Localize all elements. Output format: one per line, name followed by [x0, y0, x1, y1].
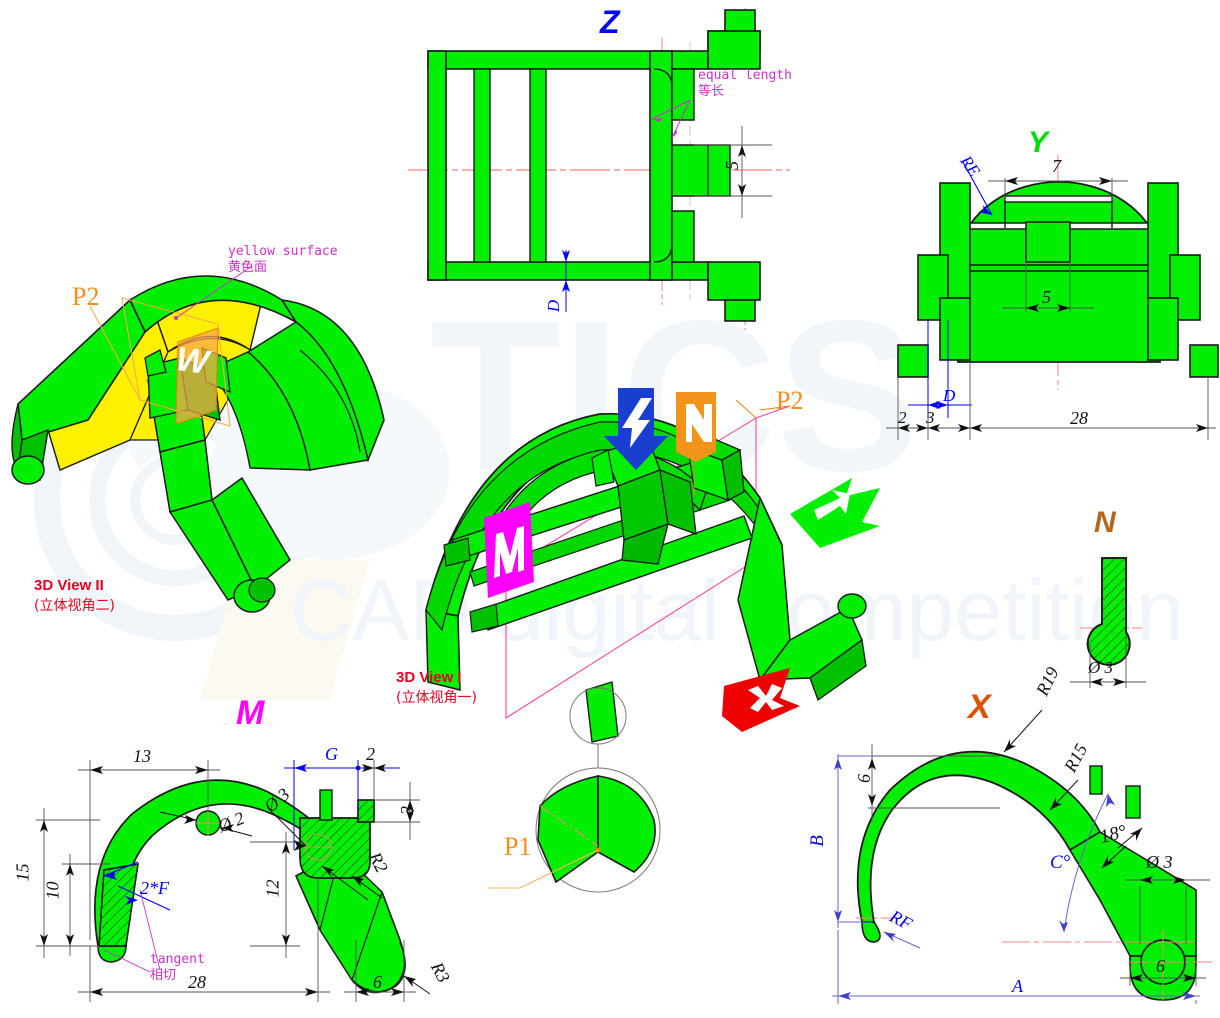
equal-length-cn: 等长: [698, 84, 725, 100]
y-dim-28: 28: [1070, 408, 1088, 428]
m-note-tangent: tangent 相切: [150, 952, 205, 985]
view2-p2-label: P2: [72, 282, 100, 311]
arrow-y-green: [790, 478, 880, 548]
view1-title-en: 3D View I: [396, 669, 462, 686]
y-dim-2: 2: [898, 408, 907, 427]
arrow-m-magenta: [484, 502, 534, 598]
p1-detail: [488, 687, 661, 893]
y-view-geometry: [886, 155, 1219, 440]
m-dim-13: 13: [133, 746, 151, 766]
m-dim-2-top: 2: [366, 744, 375, 764]
y-view-label: Y: [1028, 126, 1049, 159]
view1-p2-label: P2: [776, 386, 804, 415]
m-dim-2F: 2*F: [140, 878, 169, 898]
x-dim-6-bottom: 6: [1156, 956, 1165, 976]
n-view-geometry: [1070, 557, 1146, 688]
view2-title-cn: (立体视角二): [34, 597, 115, 614]
y-dim-5: 5: [1042, 287, 1051, 307]
yellow-surface-cn: 黄色面: [228, 260, 268, 276]
m-view-label: M: [236, 694, 265, 732]
z-view-label: Z: [600, 4, 620, 40]
view1-title-cn: (立体视角一): [396, 689, 477, 706]
yellow-surface-en: yellow surface: [228, 244, 338, 259]
tangent-en: tangent: [150, 952, 205, 967]
yellow-surface-note: yellow surface 黄色面: [228, 244, 338, 277]
m-view-geometry: [36, 760, 431, 1002]
arrow-n-orange: [676, 392, 716, 462]
x-dim-A: A: [1012, 976, 1023, 996]
x-dim-diameter-3: Ø 3: [1146, 852, 1173, 872]
arrow-z-blue: [604, 388, 668, 470]
x-view-geometry: [832, 709, 1212, 1004]
y-dim-3: 3: [926, 408, 935, 427]
equal-length-en: equal length: [698, 68, 792, 83]
x-dim-B: B: [806, 835, 828, 847]
view-3d-I-title: 3D View I (立体视角一): [396, 668, 477, 707]
m-dim-G: G: [325, 744, 338, 764]
m-dim-6: 6: [373, 972, 382, 992]
x-dim-6-top: 6: [854, 774, 874, 783]
n-view-label: N: [1094, 506, 1116, 539]
y-dim-D: D: [943, 386, 956, 405]
y-dim-7: 7: [1052, 156, 1061, 176]
view2-title-en: 3D View II: [34, 577, 104, 594]
view3d1-geometry: [424, 399, 867, 743]
x-dim-Cdeg: C°: [1050, 852, 1071, 873]
tangent-cn: 相切: [150, 968, 177, 984]
view-3d-II-title: 3D View II (立体视角二): [34, 576, 115, 615]
m-dim-28: 28: [188, 972, 206, 992]
z-view-geometry: [408, 8, 790, 330]
p1-detail-label: P1: [504, 832, 532, 861]
x-view-label: X: [968, 688, 991, 726]
arrow-x-red: [722, 668, 800, 732]
n-dim-diameter-3: Ø 3: [1088, 658, 1114, 677]
view3d2-geometry: [11, 265, 385, 613]
z-note-equal-length: equal length 等长: [698, 68, 792, 101]
